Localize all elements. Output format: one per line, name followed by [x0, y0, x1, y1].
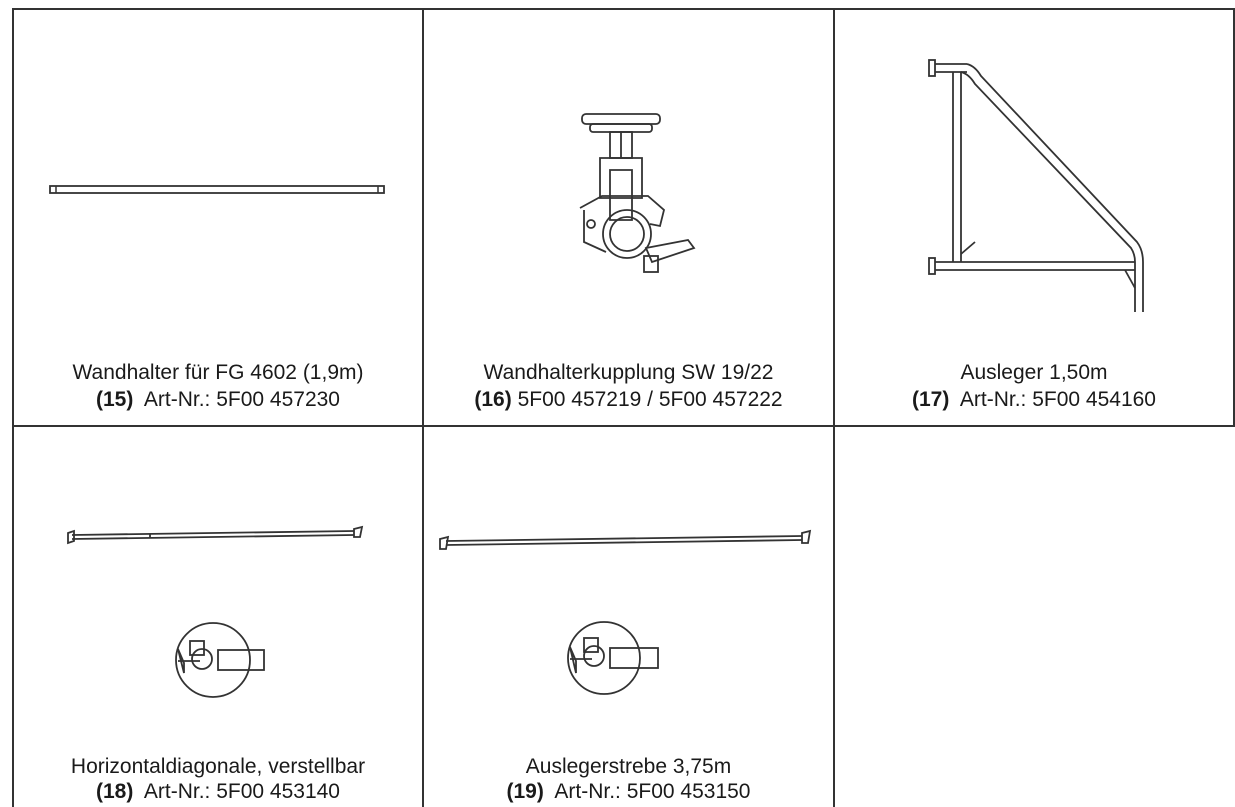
horizontal-diagonal-drawing: [67, 525, 364, 698]
part-article-16: 5F00 457219 / 5F00 457222: [517, 388, 783, 411]
table-col-divider-2: [833, 8, 835, 807]
part-index-18: (18): [96, 780, 134, 803]
part-name-17: Ausleger 1,50m: [960, 361, 1108, 384]
table-right-border: [1233, 8, 1235, 426]
part-cell-17: Ausleger 1,50m (17) Art-Nr.: 5F00 454160: [835, 10, 1233, 425]
part-article-15: Art-Nr.: 5F00 457230: [143, 388, 340, 411]
part-name-16: Wandhalterkupplung SW 19/22: [483, 361, 774, 384]
table-top-border: [12, 8, 1235, 10]
part-index-17: (17): [912, 388, 950, 411]
table-col-divider-1: [422, 8, 424, 807]
bracket-strut-drawing: [439, 529, 812, 695]
table-row-divider: [12, 425, 1235, 427]
part-article-19: Art-Nr.: 5F00 453150: [554, 780, 751, 803]
bracket-drawing: [928, 59, 1144, 312]
part-name-18: Horizontaldiagonale, verstellbar: [70, 755, 366, 778]
part-cell-15: Wandhalter für FG 4602 (1,9m) (15) Art-N…: [14, 10, 422, 425]
wall-holder-drawing: [49, 185, 385, 194]
part-cell-18: Horizontaldiagonale, verstellbar (18) Ar…: [14, 427, 422, 807]
part-cell-16: Wandhalterkupplung SW 19/22 (16) 5F00 45…: [424, 10, 833, 425]
part-cell-19: Auslegerstrebe 3,75m (19) Art-Nr.: 5F00 …: [424, 427, 833, 807]
table-left-border: [12, 8, 14, 807]
part-number-line-19: (19) Art-Nr.: 5F00 453150: [424, 779, 833, 805]
part-name-19: Auslegerstrebe 3,75m: [525, 755, 732, 778]
coupler-drawing: [579, 113, 696, 273]
part-number-line-16: (16) 5F00 457219 / 5F00 457222: [424, 387, 833, 413]
part-index-19: (19): [506, 780, 544, 803]
part-index-15: (15): [96, 388, 134, 411]
part-name-15: Wandhalter für FG 4602 (1,9m): [72, 361, 364, 384]
part-number-line-17: (17) Art-Nr.: 5F00 454160: [835, 387, 1233, 413]
part-number-line-15: (15) Art-Nr.: 5F00 457230: [14, 387, 422, 413]
part-index-16: (16): [474, 388, 512, 411]
part-number-line-18: (18) Art-Nr.: 5F00 453140: [14, 779, 422, 805]
part-article-17: Art-Nr.: 5F00 454160: [959, 388, 1156, 411]
part-article-18: Art-Nr.: 5F00 453140: [143, 780, 340, 803]
